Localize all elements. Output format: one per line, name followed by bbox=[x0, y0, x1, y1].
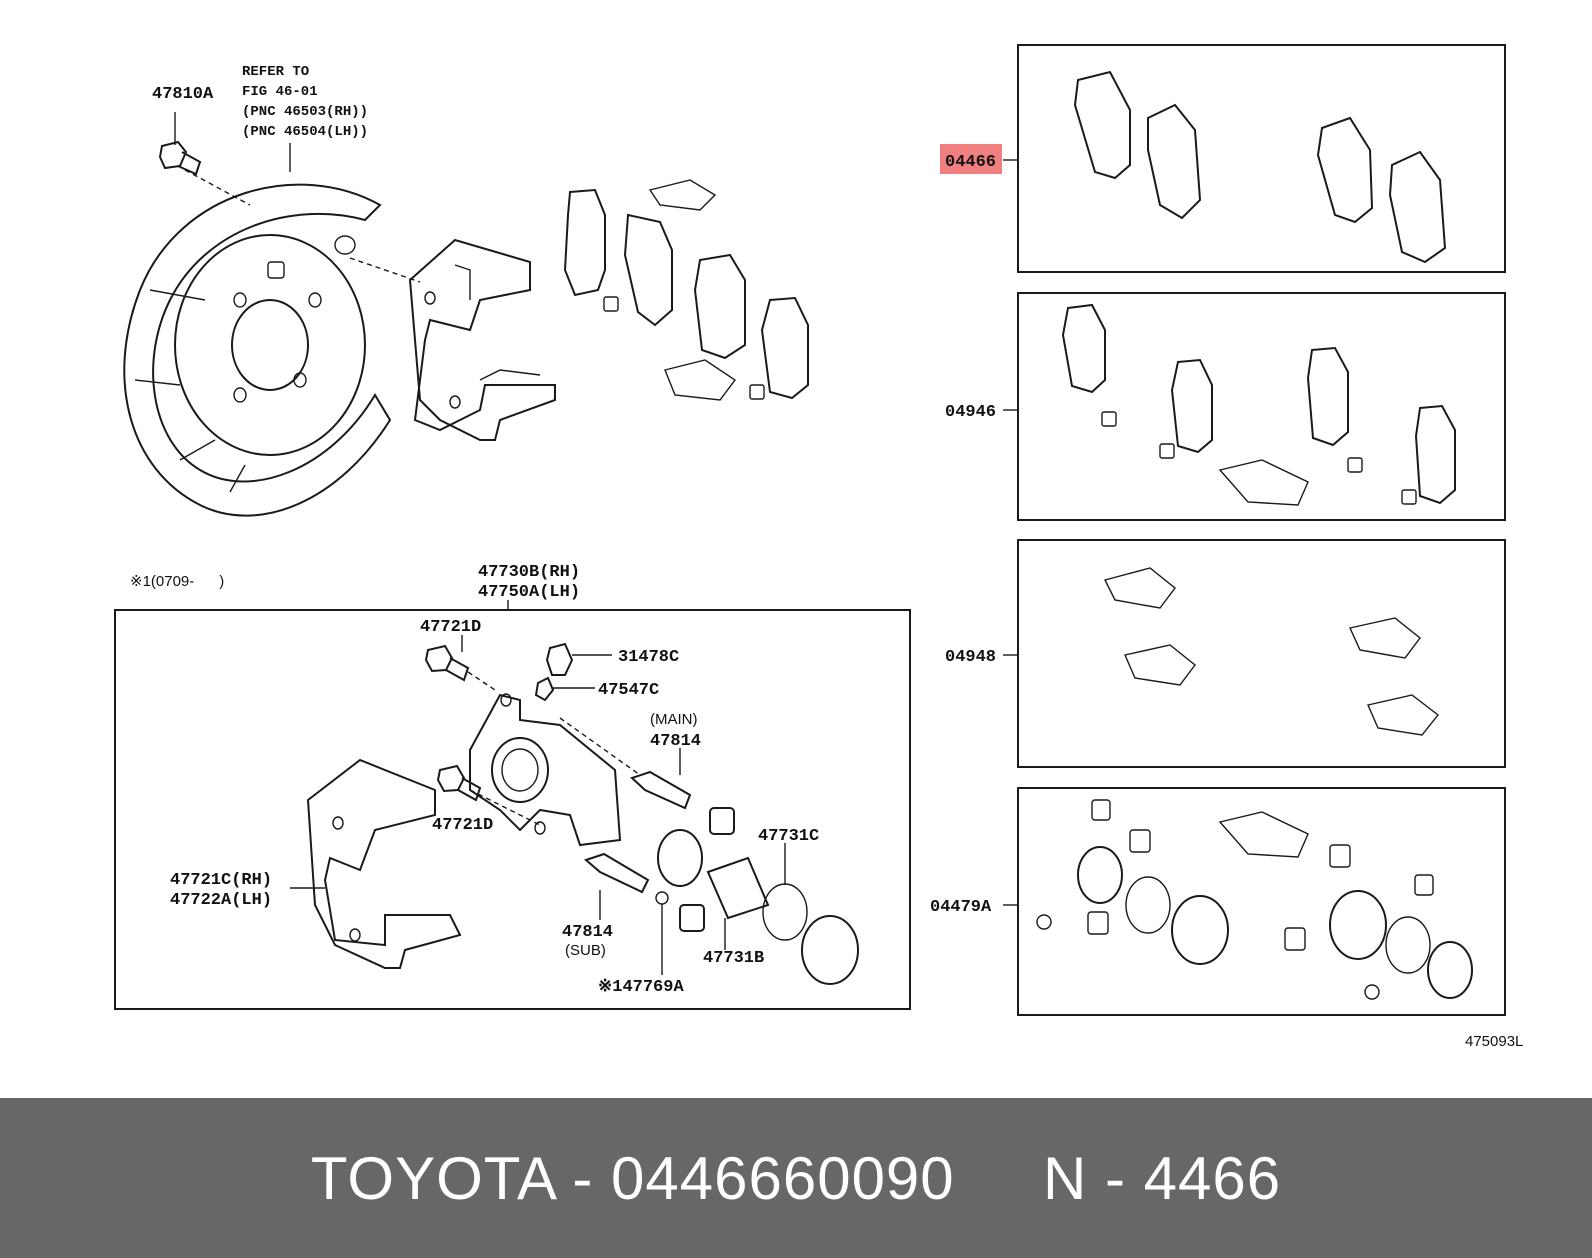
label-47731c[interactable]: 47731C bbox=[758, 827, 819, 846]
label-sub: (SUB) bbox=[565, 942, 606, 959]
caliper-box bbox=[114, 600, 911, 1010]
backing-plate-illustration bbox=[123, 112, 421, 517]
label-note-1: ※1(0709- ) bbox=[130, 573, 224, 590]
caliper-bracket-top-illustration bbox=[408, 238, 556, 441]
kit-box-04946 bbox=[1003, 292, 1506, 521]
kit-box-04479a bbox=[1003, 787, 1506, 1016]
footer-bar: TOYOTA - 0446660090 N - 4466 bbox=[0, 1098, 1592, 1258]
label-47769a[interactable]: ※147769A bbox=[598, 978, 684, 997]
label-47814-sub[interactable]: 47814 bbox=[562, 923, 613, 942]
label-refer-4: (PNC 46504(LH)) bbox=[242, 124, 368, 140]
label-47750a[interactable]: 47750A(LH) bbox=[478, 583, 580, 602]
diagram-code: 475093L bbox=[1465, 1033, 1523, 1050]
kit-box-04948 bbox=[1003, 539, 1506, 768]
bolt-47810a-illustration bbox=[158, 140, 202, 176]
pad-set-top-illustration bbox=[563, 179, 809, 401]
label-47730b[interactable]: 47730B(RH) bbox=[478, 563, 580, 582]
label-04948[interactable]: 04948 bbox=[945, 648, 996, 667]
label-04946[interactable]: 04946 bbox=[945, 403, 996, 422]
label-31478c[interactable]: 31478C bbox=[618, 648, 679, 667]
label-refer-3: (PNC 46503(RH)) bbox=[242, 104, 368, 120]
label-47810a: 47810A bbox=[152, 85, 214, 104]
label-47721c[interactable]: 47721C(RH) bbox=[170, 871, 272, 890]
label-47721d-top[interactable]: 47721D bbox=[420, 618, 481, 637]
parts-diagram: 47810A REFER TO FIG 46-01 (PNC 46503(RH)… bbox=[114, 44, 1523, 1050]
label-47731b[interactable]: 47731B bbox=[703, 949, 764, 968]
label-refer-2: FIG 46-01 bbox=[242, 84, 318, 100]
kit-box-04466 bbox=[1003, 44, 1506, 273]
label-main: (MAIN) bbox=[650, 711, 698, 728]
highlight-box bbox=[940, 144, 1002, 174]
label-04466[interactable]: 04466 bbox=[945, 153, 996, 172]
label-47547c[interactable]: 47547C bbox=[598, 681, 659, 700]
label-04479a[interactable]: 04479A bbox=[930, 898, 992, 917]
label-refer-1: REFER TO bbox=[242, 64, 309, 80]
label-47722a[interactable]: 47722A(LH) bbox=[170, 891, 272, 910]
label-47814-main[interactable]: 47814 bbox=[650, 732, 701, 751]
label-47721d-mid[interactable]: 47721D bbox=[432, 816, 493, 835]
footer-title: TOYOTA - 0446660090 N - 4466 bbox=[310, 1144, 1282, 1212]
